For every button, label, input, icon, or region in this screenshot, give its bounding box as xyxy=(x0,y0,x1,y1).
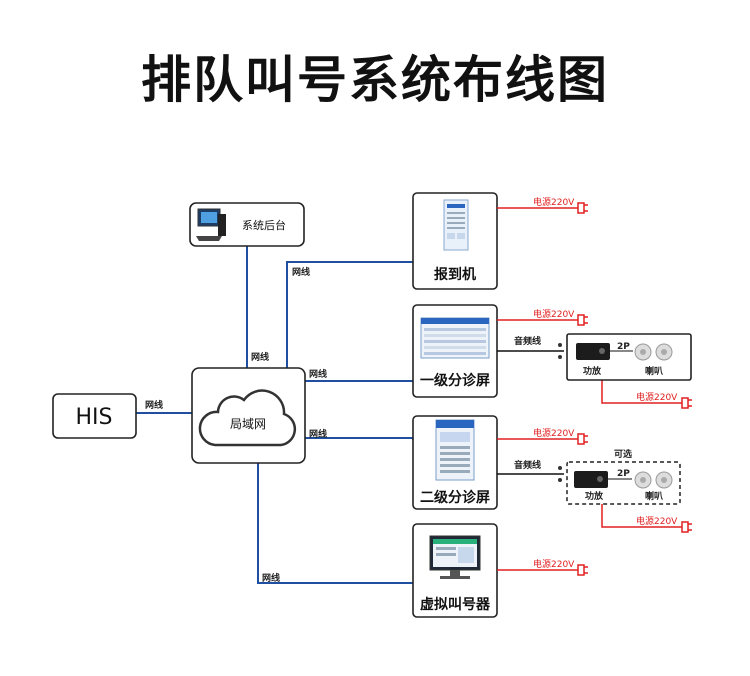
plug-icons xyxy=(577,202,692,576)
network-label-triage2: 网线 xyxy=(309,428,327,440)
network-wires xyxy=(136,246,414,584)
amp-label-1: 功放 xyxy=(583,365,602,377)
computer-icon xyxy=(196,208,226,241)
network-label-triage1: 网线 xyxy=(309,368,327,380)
triage1-node: 一级分诊屏 xyxy=(412,304,498,398)
lan-label: 局域网 xyxy=(230,417,266,431)
monitor-icon xyxy=(420,317,490,359)
power-label-amp1: 电源220V xyxy=(636,391,678,403)
power-label-amp2: 电源220V xyxy=(636,515,678,527)
checkin-node: 报到机 xyxy=(412,192,498,290)
amp-label-2: 功放 xyxy=(585,490,604,502)
network-label-checkin: 网线 xyxy=(292,266,310,278)
lan-node: 局域网 xyxy=(191,367,306,464)
power-label-checkin: 电源220V xyxy=(533,196,575,208)
network-label-backend: 网线 xyxy=(251,351,269,363)
power-label-triage1: 电源220V xyxy=(533,308,575,320)
power-label-virtual: 电源220V xyxy=(533,558,575,570)
optional-label: 可选 xyxy=(614,448,632,460)
pin-label-1: 2P xyxy=(617,342,630,352)
cloud-icon xyxy=(198,389,297,447)
amplifier-icon xyxy=(574,471,608,488)
his-node: HIS xyxy=(52,393,137,439)
his-label: HIS xyxy=(76,405,113,430)
speaker-label-2: 喇叭 xyxy=(645,490,663,502)
kiosk-screen-icon xyxy=(443,199,469,251)
network-label-virtual: 网线 xyxy=(262,572,280,584)
amp-speaker-group-2: 可选 2P 功放 喇叭 xyxy=(566,448,681,505)
power-label-triage2: 电源220V xyxy=(533,427,575,439)
amplifier-icon xyxy=(576,343,610,360)
triage1-label: 一级分诊屏 xyxy=(420,372,490,389)
audio-label-2: 音频线 xyxy=(514,459,541,471)
triage2-node: 二级分诊屏 xyxy=(412,415,498,510)
pin-label-2: 2P xyxy=(617,469,630,479)
virtual-caller-node: 虚拟叫号器 xyxy=(412,523,498,618)
speaker-label-1: 喇叭 xyxy=(645,365,663,377)
virtual-caller-label: 虚拟叫号器 xyxy=(420,596,491,613)
diagram-title: 排队叫号系统布线图 xyxy=(141,51,609,109)
power-lines xyxy=(497,207,682,571)
network-label-his: 网线 xyxy=(145,399,163,411)
triage2-label: 二级分诊屏 xyxy=(420,489,490,506)
backend-node: 系统后台 xyxy=(189,202,305,247)
audio-label-1: 音频线 xyxy=(514,335,541,347)
checkin-label: 报到机 xyxy=(434,266,476,283)
amp-speaker-group-1: 2P 功放 喇叭 xyxy=(566,333,692,381)
backend-label: 系统后台 xyxy=(242,218,286,232)
audio-lines xyxy=(497,343,564,482)
